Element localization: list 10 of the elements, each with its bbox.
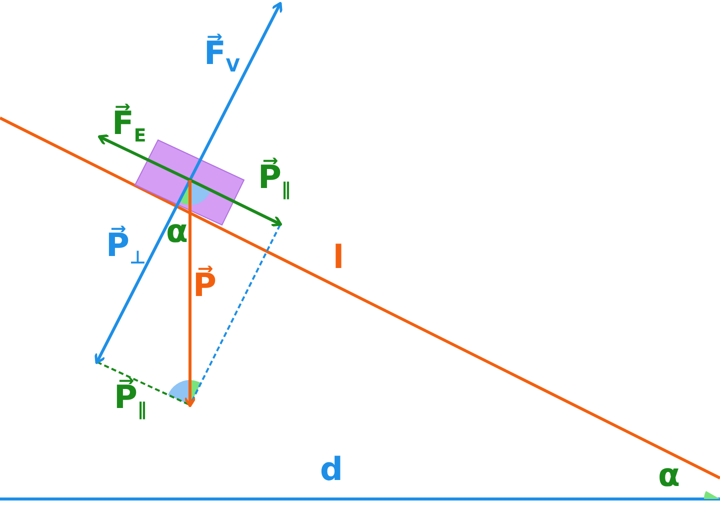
angle-label: α (166, 214, 188, 250)
angle-label: α (658, 458, 680, 494)
line-label: d (320, 452, 343, 488)
line-label: l (333, 240, 344, 276)
force-label: F⃗$_{V}$ (204, 36, 240, 76)
force-label: P⃗$_{∥}$ (258, 160, 290, 200)
force-label: P⃗ (193, 268, 216, 304)
force-label: P⃗$_{∥}$ (114, 380, 146, 420)
force-label: F⃗$_{E}$ (112, 106, 146, 146)
force-label: P⃗$_{⊥}$ (106, 228, 146, 268)
